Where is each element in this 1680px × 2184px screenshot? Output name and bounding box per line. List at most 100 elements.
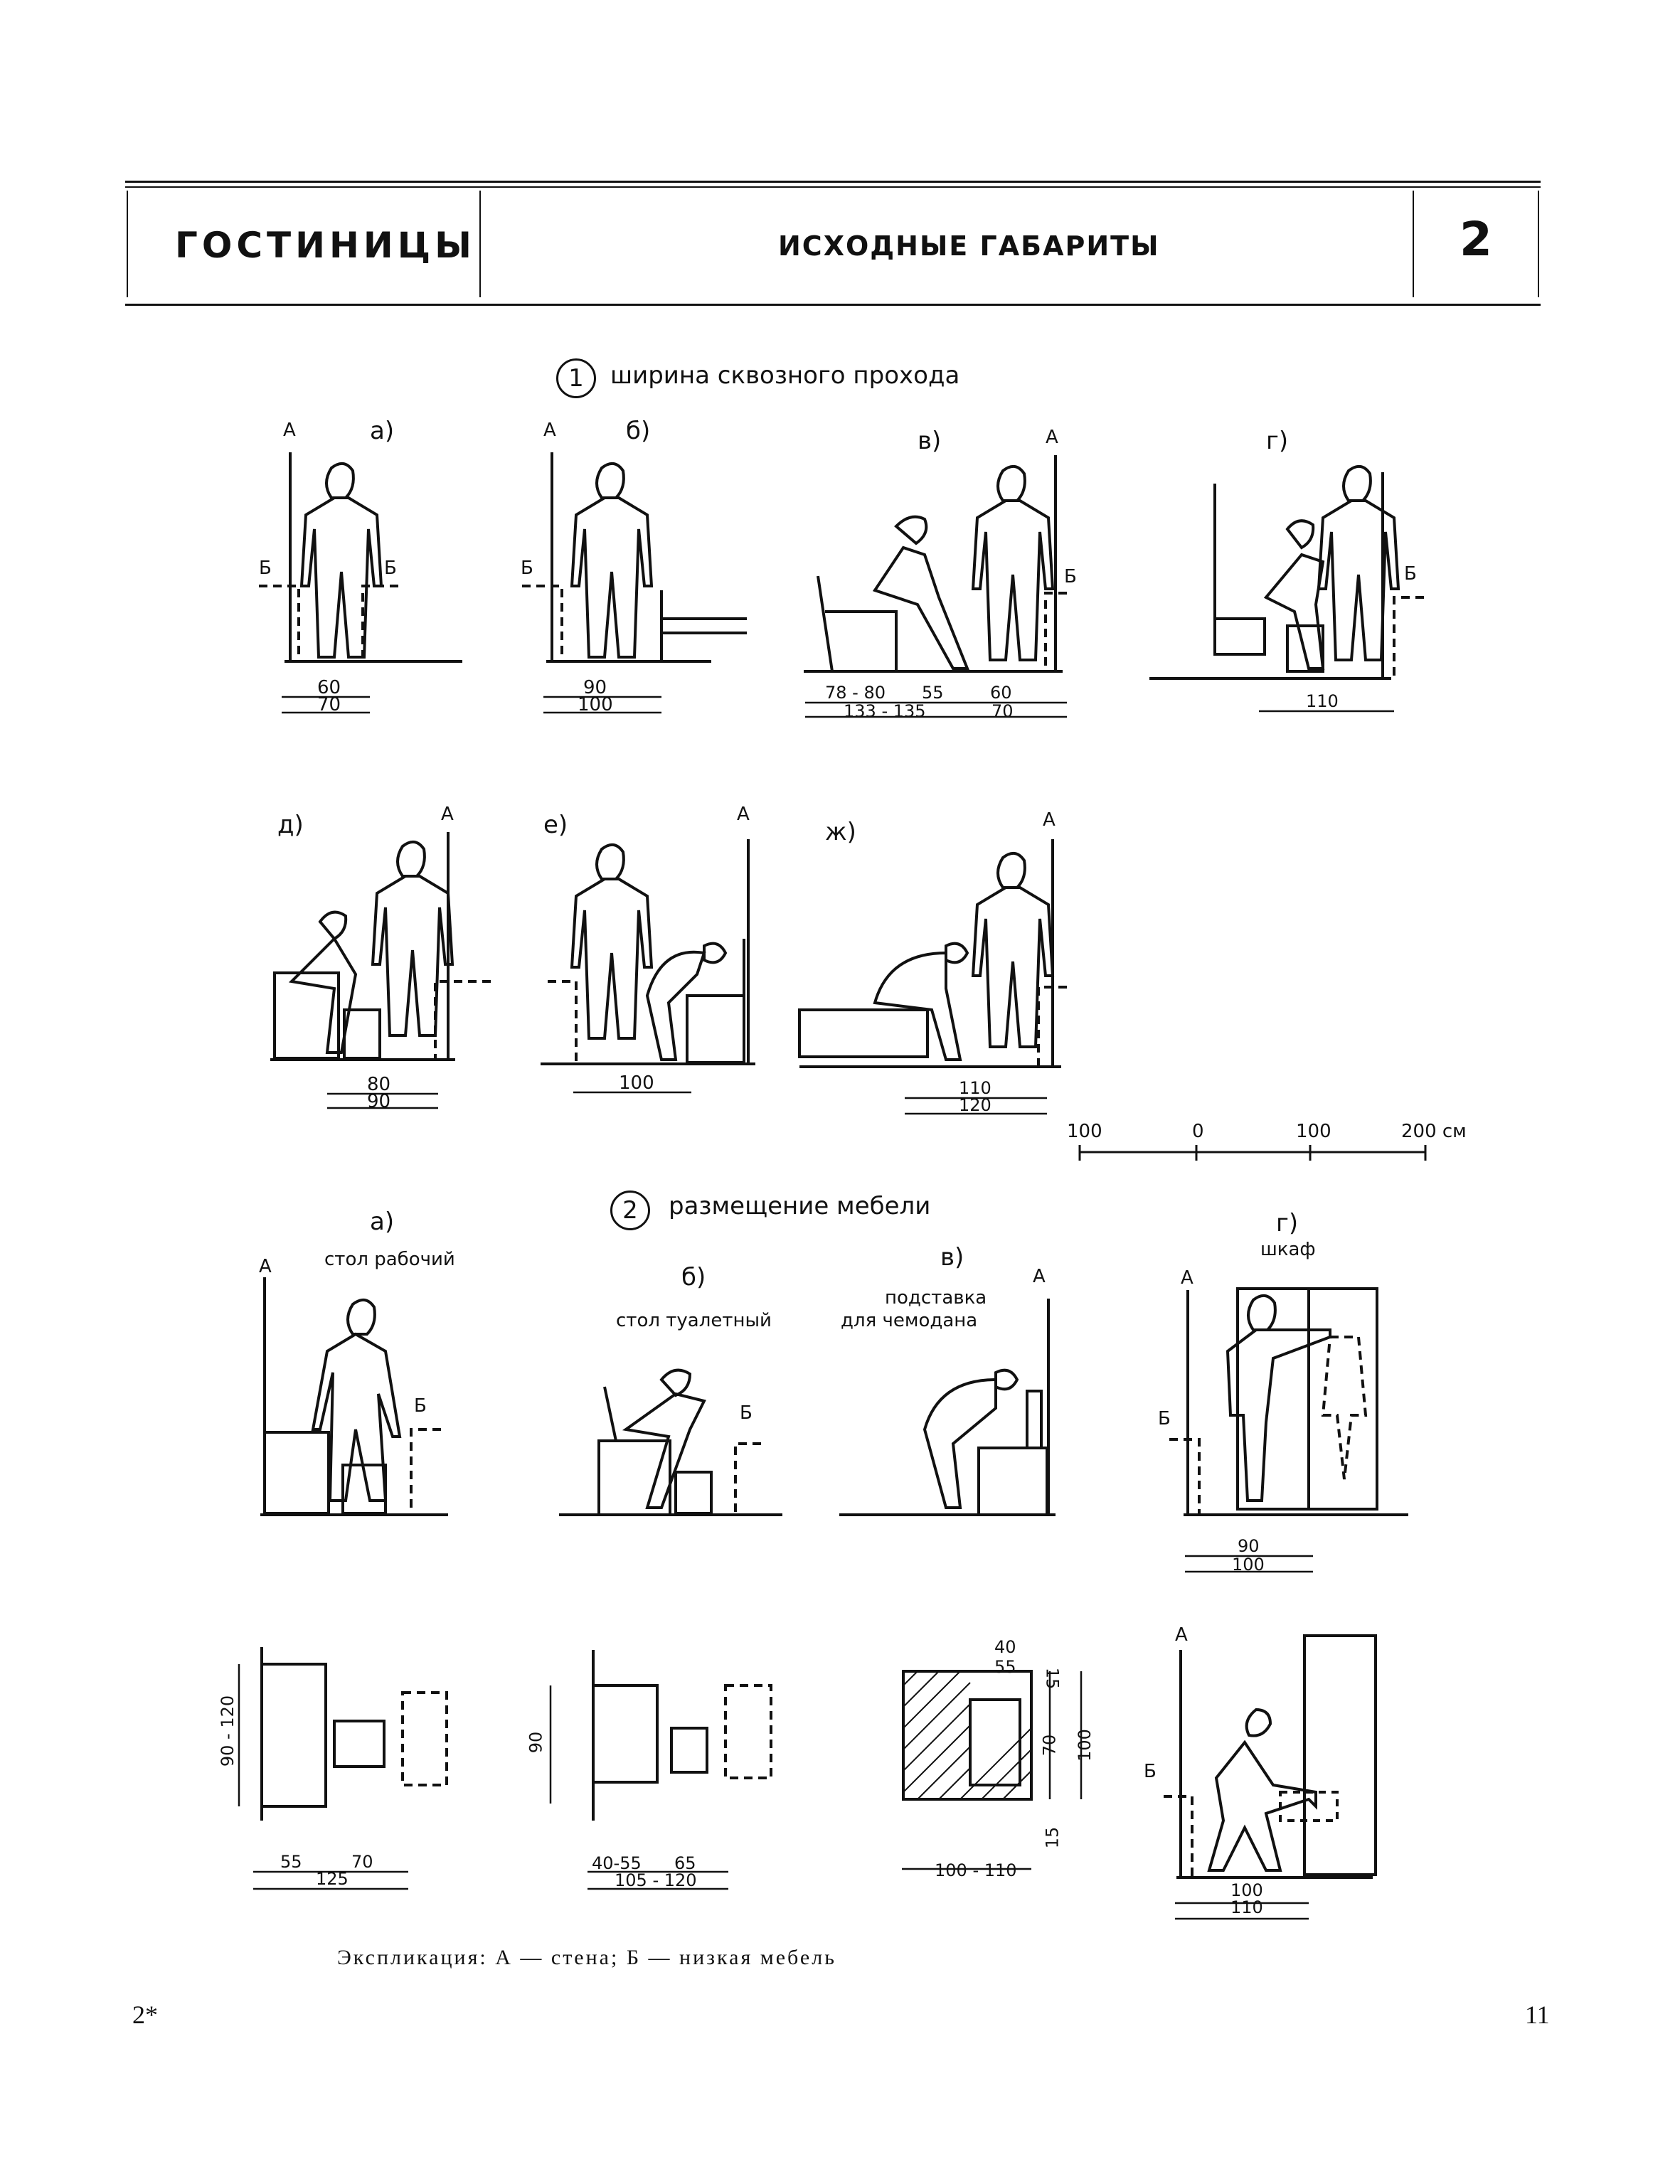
furniture-v-drawing xyxy=(839,1299,1056,1516)
plan-g-drawing xyxy=(1164,1634,1377,1920)
wall-label: А xyxy=(441,804,454,825)
panel-zh-letter: ж) xyxy=(825,818,856,846)
header-divider xyxy=(1413,191,1414,297)
section2-number: 2 xyxy=(610,1190,650,1230)
low-furniture-label: Б xyxy=(1144,1761,1157,1782)
panel-a-letter: а) xyxy=(370,417,395,445)
header-divider xyxy=(127,191,128,297)
panel-e-drawing xyxy=(541,839,755,1065)
scale-label: 100 xyxy=(1296,1121,1331,1142)
dim-label: 100 xyxy=(1232,1555,1265,1575)
panel-e-letter: е) xyxy=(543,811,568,839)
low-furniture-label: Б xyxy=(1064,566,1077,587)
dim-label: 70 xyxy=(317,694,341,715)
panel-zh-drawing xyxy=(798,839,1067,1068)
dim-label: 40-55 xyxy=(592,1853,642,1873)
panel-g-drawing xyxy=(1149,465,1424,680)
dim-label: 105 - 120 xyxy=(615,1870,697,1890)
wall-label: А xyxy=(1043,809,1056,831)
dim-label: 110 xyxy=(1306,691,1339,711)
furniture-b-caption: стол туалетный xyxy=(616,1310,772,1331)
page-number: 11 xyxy=(1525,2001,1550,2029)
dim-label: 110 xyxy=(1230,1897,1263,1917)
dim-label: 90 - 120 xyxy=(218,1695,238,1767)
panel-g-letter: г) xyxy=(1266,427,1289,455)
dim-label: 100 xyxy=(619,1072,654,1094)
dim-label: 125 xyxy=(316,1869,349,1889)
dim-label: 40 xyxy=(994,1637,1016,1657)
header-bottom-rule xyxy=(125,304,1541,306)
plan-v-drawing xyxy=(902,1670,1083,1870)
section2-title: размещение мебели xyxy=(669,1192,931,1220)
dim-label: 100 xyxy=(1230,1880,1263,1900)
low-furniture-label: Б xyxy=(384,558,397,579)
panel-a-drawing xyxy=(259,452,462,663)
furniture-g-caption: шкаф xyxy=(1260,1239,1316,1260)
wall-label: А xyxy=(543,420,556,441)
dim-label: 55 xyxy=(922,683,944,703)
header-section-title: ГОСТИНИЦЫ xyxy=(175,225,476,266)
dim-label: 60 xyxy=(990,683,1012,703)
header-divider xyxy=(479,191,481,297)
scale-label: 100 xyxy=(1067,1121,1102,1142)
scale-bar xyxy=(1078,1145,1427,1161)
dim-label: 100 xyxy=(578,694,613,715)
dim-label: 100 xyxy=(1074,1729,1095,1762)
scale-label: 200 см xyxy=(1401,1121,1467,1142)
dim-label: 78 - 80 xyxy=(825,683,886,703)
dim-label: 90 xyxy=(526,1731,546,1754)
panel-v-drawing xyxy=(804,455,1067,673)
low-furniture-label: Б xyxy=(740,1402,753,1424)
header-divider xyxy=(1538,191,1539,297)
wall-label: А xyxy=(1033,1266,1046,1287)
low-furniture-label: Б xyxy=(1404,563,1417,585)
low-furniture-label: Б xyxy=(1158,1408,1171,1429)
panel-v-letter: в) xyxy=(918,427,942,455)
furniture-a-drawing xyxy=(260,1277,448,1516)
panel-b-letter: б) xyxy=(626,417,651,445)
dim-label: 70 xyxy=(351,1852,373,1872)
plan-a-drawing xyxy=(238,1647,448,1890)
dim-label: 80 xyxy=(367,1074,391,1095)
header-page-title: ИСХОДНЫЕ ГАБАРИТЫ xyxy=(778,230,1160,262)
wall-label: А xyxy=(1046,427,1058,448)
furniture-g-drawing xyxy=(1169,1287,1408,1516)
furniture-a-letter: а) xyxy=(370,1208,395,1236)
dim-label: 133 - 135 xyxy=(844,701,926,721)
page-header: ГОСТИНИЦЫ ИСХОДНЫЕ ГАБАРИТЫ 2 xyxy=(125,181,1541,306)
panel-d-drawing xyxy=(270,832,491,1061)
dim-label: 90 xyxy=(1238,1536,1260,1556)
dim-label: 90 xyxy=(583,677,607,698)
wall-label: А xyxy=(737,804,750,825)
wall-label: А xyxy=(1175,1624,1188,1646)
furniture-b-letter: б) xyxy=(681,1263,706,1291)
wall-label: А xyxy=(1181,1267,1193,1289)
dim-label: 90 xyxy=(367,1091,391,1112)
dim-label: 15 xyxy=(1042,1826,1063,1849)
section1-title: ширина сквозного прохода xyxy=(610,361,960,390)
low-furniture-label: Б xyxy=(521,558,533,579)
header-top-rule-2 xyxy=(125,186,1541,188)
panel-d-letter: д) xyxy=(277,811,304,839)
page-mark-left: 2* xyxy=(132,2001,158,2029)
dim-label: 60 xyxy=(317,677,341,698)
furniture-g-letter: г) xyxy=(1276,1209,1299,1237)
dim-label: 15 xyxy=(1042,1667,1063,1690)
dim-label: 120 xyxy=(959,1095,991,1115)
wall-label: А xyxy=(259,1256,272,1277)
dim-label: 65 xyxy=(674,1853,696,1873)
furniture-v-caption: для чемодана xyxy=(841,1310,978,1331)
dim-label: 55 xyxy=(280,1852,302,1872)
furniture-a-caption: стол рабочий xyxy=(324,1249,455,1270)
dim-label: 70 xyxy=(991,701,1014,721)
section1-number: 1 xyxy=(556,358,596,398)
furniture-b-drawing xyxy=(559,1368,782,1516)
dim-label: 55 xyxy=(994,1657,1016,1677)
furniture-v-letter: в) xyxy=(940,1243,964,1272)
dim-label: 110 xyxy=(959,1078,991,1098)
legend-caption: Экспликация: А — стена; Б — низкая мебел… xyxy=(337,1946,836,1969)
furniture-v-caption: подставка xyxy=(885,1287,987,1309)
wall-label: А xyxy=(283,420,296,441)
low-furniture-label: Б xyxy=(259,558,272,579)
